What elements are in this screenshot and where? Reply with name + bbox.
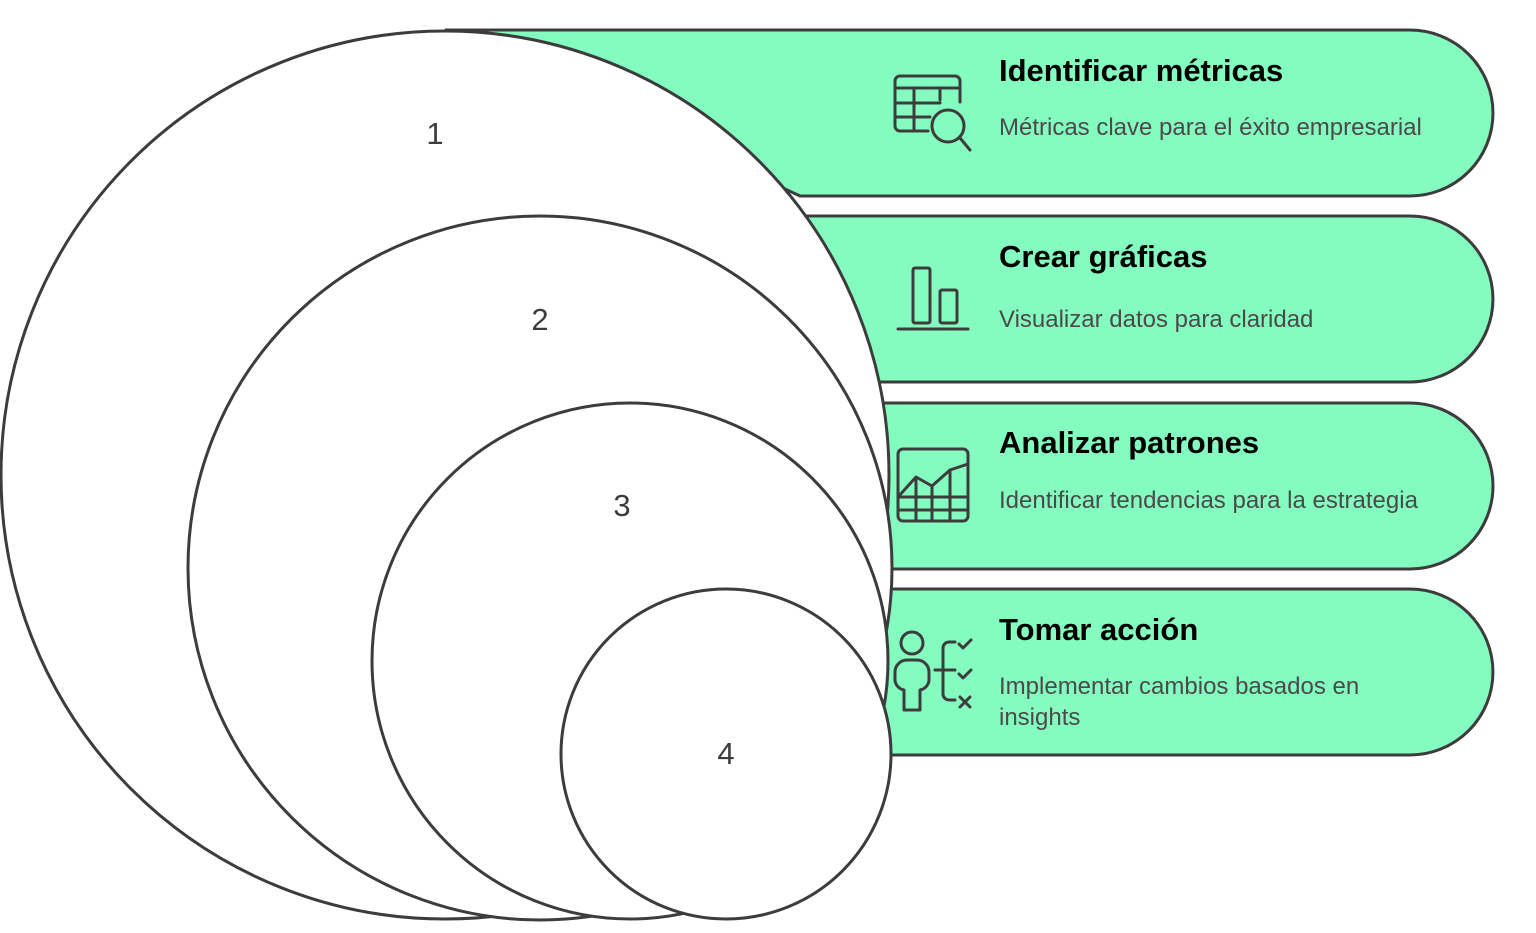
trend-grid-icon (896, 447, 970, 523)
step-circle-4 (559, 587, 893, 921)
step-band-4 (722, 587, 1495, 757)
step-description-2: Visualizar datos para claridad (999, 306, 1314, 333)
step-title-4: Tomar acción (999, 612, 1199, 647)
step-number-4: 4 (717, 736, 735, 771)
step-band-1 (444, 28, 1495, 198)
step-title-3: Analizar patrones (999, 425, 1260, 460)
step-number-2: 2 (531, 302, 549, 337)
step-description-4: Implementar cambios basados en insights (999, 673, 1360, 731)
step-description-1: Métricas clave para el éxito empresarial (999, 114, 1422, 141)
step-title-2: Crear gráficas (999, 239, 1208, 274)
step-title-1: Identificar métricas (999, 53, 1284, 88)
step-number-1: 1 (426, 116, 444, 151)
person-checklist-icon (893, 630, 973, 712)
table-search-icon (893, 74, 972, 152)
step-description-3: Identificar tendencias para la estrategi… (999, 487, 1418, 514)
step-number-3: 3 (613, 488, 631, 523)
bar-chart-icon (896, 266, 970, 331)
